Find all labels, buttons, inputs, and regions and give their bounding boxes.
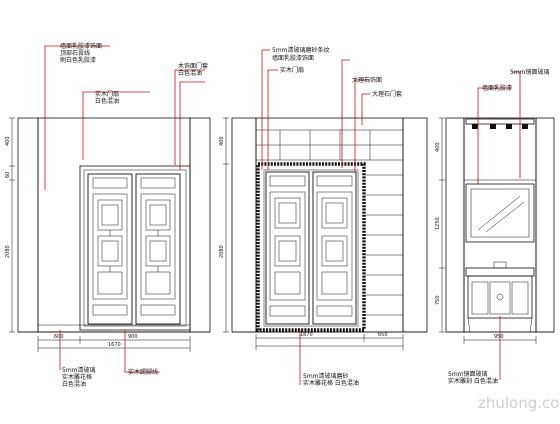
wall-left-c	[445, 117, 465, 333]
lamp-row-c	[465, 118, 535, 129]
label-b-top1: 5mm清玻璃磨砂条纹	[272, 46, 330, 54]
vanity-cabinet-c	[467, 275, 533, 319]
wall-right-a	[189, 117, 211, 333]
dim-c-low: 750	[435, 295, 441, 305]
dim-b-top: 400	[219, 136, 225, 146]
wall-right-c	[535, 117, 555, 333]
dim-b-main: 2080	[219, 245, 225, 258]
mirror-c	[465, 183, 535, 243]
door-leaf-a-left	[87, 173, 133, 325]
label-c-bottom: 5mm镜面玻璃实木雕刻 白色混油	[448, 370, 498, 385]
dim-a-bw1: 900	[128, 334, 138, 340]
door-frame-a	[79, 165, 191, 331]
vanity-top-c	[465, 267, 535, 277]
dim-b-bw2: 650	[378, 332, 388, 338]
dim-a-top: 400	[5, 136, 11, 146]
label-c-top2: 墙面乳胶漆	[482, 84, 512, 92]
elevation-b: 400 2080 1870 650 5mm清玻璃磨砂条纹 墙面乳胶漆饰面 实木门…	[219, 46, 428, 387]
wall-right-b	[402, 117, 428, 333]
label-c-top1: 5mm镜面玻璃	[510, 68, 550, 76]
label-a-wall: 墙面乳胶漆饰面顶部石膏线刷白色乳胶漆	[60, 42, 102, 64]
door-leaf-b-left	[265, 171, 310, 325]
label-b-bottom: 5mm清玻璃磨砂实木雕花格 白色混油	[303, 372, 359, 387]
elevation-c: 400 1250 750 950 5mm镜面玻璃 墙面乳胶漆 5mm镜面玻璃实木…	[435, 68, 555, 385]
stone-tile-grid-b	[256, 129, 403, 316]
dim-c-top: 400	[435, 142, 441, 152]
wall-left-a	[17, 117, 39, 333]
label-b-side1: 大理石饰面	[352, 76, 382, 84]
label-a-door-leaf: 实木门扇白色混油	[95, 90, 119, 105]
label-b-top3: 实木门扇	[280, 66, 304, 74]
dim-a-bw3: 600	[54, 334, 64, 340]
dim-a-mid: 60	[5, 172, 11, 178]
dim-c-mid: 1250	[435, 217, 441, 230]
dim-a-bw2: 1670	[108, 342, 121, 348]
label-a-door-frame: 木饰面门套白色混油	[178, 62, 208, 77]
wall-left-b	[231, 117, 257, 333]
label-a-bottom-left: 5mm清玻璃实木雕花格白色混油	[62, 366, 96, 388]
dim-c-bw: 950	[494, 334, 504, 340]
elevation-a: 400 60 2080 600 900 1670 墙面乳胶漆饰面顶部石膏线刷白色…	[5, 42, 211, 388]
dim-a-main: 2080	[5, 245, 11, 258]
label-b-right1: 大理石门套	[372, 90, 402, 98]
door-leaf-a-right	[135, 173, 181, 325]
label-a-bottom-right: 实木踢脚线	[128, 368, 158, 376]
dim-b-bw1: 1870	[300, 332, 313, 338]
watermark: zhulong.com	[478, 394, 560, 412]
door-leaf-b-right	[312, 171, 357, 325]
label-b-top2: 墙面乳胶漆饰面	[272, 54, 314, 62]
leader-a-wall	[44, 45, 110, 190]
